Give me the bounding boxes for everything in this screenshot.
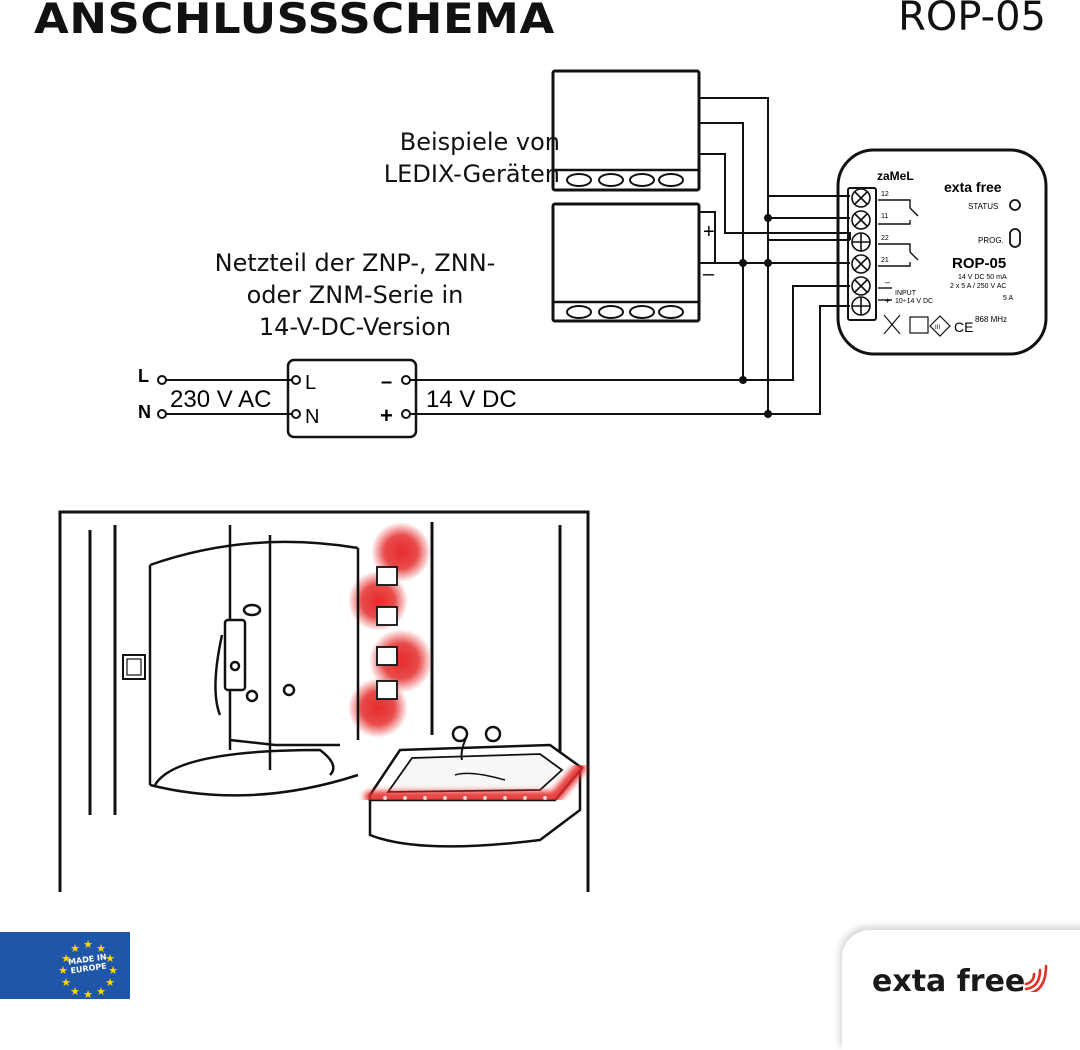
brand-logo-text: exta free <box>872 964 1026 999</box>
spec-lamp: 5 A <box>1003 295 1013 302</box>
svg-text:★: ★ <box>105 977 115 989</box>
ledix-device-1 <box>551 69 701 192</box>
wireless-signal-icon <box>1024 964 1048 992</box>
rop05-module <box>836 148 1048 356</box>
psu-minus-terminal: – <box>381 371 392 393</box>
class-mark: III <box>935 325 940 331</box>
module-frequency: 868 MHz <box>975 315 1007 324</box>
spec-relay: 2 x 5 A / 250 V AC <box>950 283 1006 290</box>
wiring-diagram: L N 230 V AC L N – + 14 V DC + – zaMeL e… <box>138 69 1048 439</box>
terminal-12: 12 <box>881 191 889 198</box>
bathroom-illustration <box>58 510 590 892</box>
brand-card <box>842 930 1080 1050</box>
prog-label: PROG. <box>978 236 1004 245</box>
svg-text:★: ★ <box>96 986 106 998</box>
ledix-examples-label: Beispiele von LEDIX-Geräten <box>383 128 560 188</box>
svg-text:★: ★ <box>83 939 93 951</box>
svg-text:★: ★ <box>70 943 80 955</box>
svg-text:★: ★ <box>58 965 68 977</box>
svg-text:★: ★ <box>70 986 80 998</box>
input-label: INPUT <box>895 290 917 297</box>
input-range: 10÷14 V DC <box>895 298 933 305</box>
ce-mark: CE <box>954 319 973 335</box>
svg-text:★: ★ <box>83 989 93 999</box>
terminal-22: 22 <box>881 235 889 242</box>
module-brand: exta free <box>944 179 1002 195</box>
svg-text:★: ★ <box>108 965 118 977</box>
svg-text:★: ★ <box>105 953 115 965</box>
led-strips <box>60 762 586 842</box>
power-supply-label: Netzteil der ZNP-, ZNN- oder ZNM-Serie i… <box>214 249 496 341</box>
svg-text:★: ★ <box>61 977 71 989</box>
eu-stars-icon: ★★★ ★★★ ★★★ ★★★ <box>58 939 118 1001</box>
spec-power: 14 V DC 50 mA <box>958 274 1007 281</box>
module-maker: zaMeL <box>877 169 914 183</box>
status-label: STATUS <box>968 202 998 211</box>
wall-led-glows <box>348 522 433 738</box>
psu-l-terminal: L <box>305 372 316 394</box>
module-name: ROP-05 <box>952 255 1006 272</box>
device-minus-label: – <box>703 263 715 285</box>
ac-voltage-label: 230 V AC <box>170 386 271 413</box>
svg-text:★: ★ <box>96 943 106 955</box>
model-number: ROP-05 <box>898 0 1046 40</box>
svg-text:★: ★ <box>61 953 71 965</box>
dc-voltage-label: 14 V DC <box>426 386 517 413</box>
power-supply-unit <box>286 358 418 439</box>
line-n-label: N <box>138 402 151 422</box>
ledix-device-2 <box>551 202 701 323</box>
made-in-europe-badge: ★★★ ★★★ ★★★ ★★★ <box>0 932 130 1001</box>
terminal-21: 21 <box>881 257 889 264</box>
line-l-label: L <box>138 366 149 386</box>
page-title: ANSCHLUSSSCHEMA <box>34 0 555 43</box>
terminal-11: 11 <box>881 213 888 220</box>
input-plus: + <box>885 296 890 306</box>
input-minus: – <box>885 277 890 287</box>
device-plus-label: + <box>703 221 715 243</box>
psu-n-terminal: N <box>305 406 319 428</box>
psu-plus-terminal: + <box>380 403 393 428</box>
